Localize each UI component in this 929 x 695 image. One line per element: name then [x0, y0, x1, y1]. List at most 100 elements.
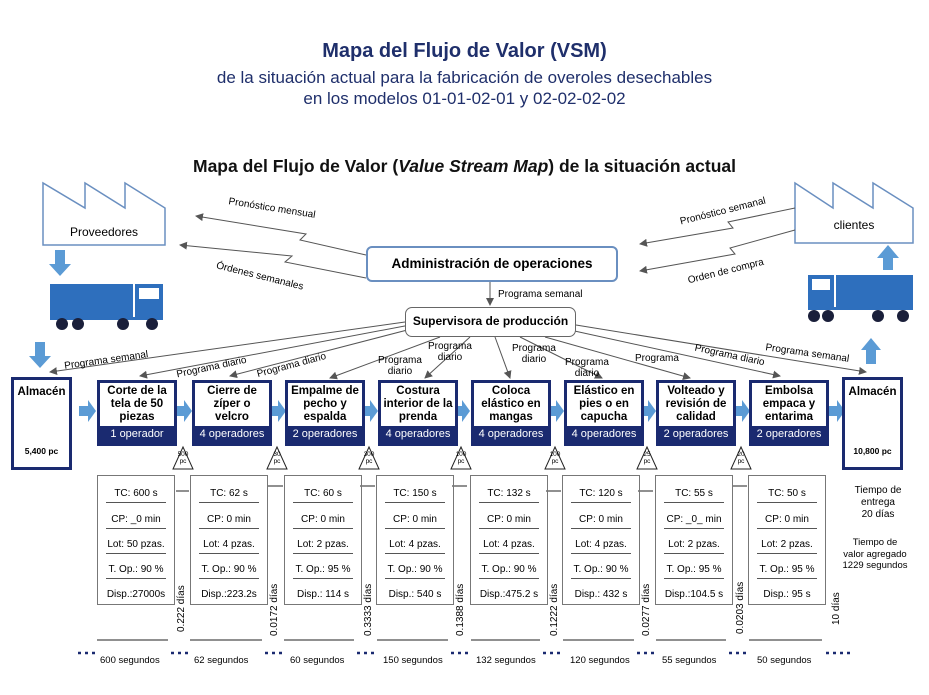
process-data-box: TC: 132 s CP: 0 min Lot: 4 pzas. T. Op.:…	[470, 475, 548, 605]
section-title: Mapa del Flujo de Valor (Value Stream Ma…	[0, 156, 929, 177]
inventory-unit: pc	[551, 458, 559, 465]
inventory-unit: pc	[273, 458, 281, 465]
operating-time: T. Op.: 90 %	[481, 564, 537, 575]
changeover-time: CP: 0 min	[487, 514, 531, 525]
inventory-triangle-icon	[266, 445, 288, 470]
value-added-line-3: 1229 segundos	[842, 560, 908, 571]
value-added-summary: Tiempo de valor agregado 1229 segundos	[830, 537, 920, 572]
weekly-program-label: Programa semanal	[498, 289, 583, 300]
program-daily-label-3-line-2: diario	[387, 366, 413, 377]
supplier-factory-icon	[42, 181, 166, 246]
changeover-time: CP: 0 min	[579, 514, 623, 525]
availability: Disp.:475.2 s	[479, 589, 539, 600]
push-arrow-icon	[269, 400, 286, 422]
lot-size: Lot: 2 pzas.	[761, 539, 813, 550]
inventory-unit: pc	[643, 458, 651, 465]
lot-size: Lot: 4 pzas.	[575, 539, 627, 550]
process-name: Corte de la tela de 50 piezas	[107, 385, 167, 423]
operating-time: T. Op.: 90 %	[201, 564, 257, 575]
operating-time: T. Op.: 90 %	[108, 564, 164, 575]
inventory-days: 0.0277 días	[641, 583, 652, 636]
push-arrow-icon	[733, 400, 750, 422]
inventory-qty: 20	[737, 451, 745, 458]
inventory-qty: 300	[363, 451, 375, 458]
subtitle-line-2: en los modelos 01-01-02-01 y 02-02-02-02	[303, 89, 626, 108]
program-daily-label-6-line-2: diario	[574, 368, 600, 379]
inventory-days: 0.3333 días	[363, 583, 374, 636]
inventory-unit: pc	[365, 458, 373, 465]
process-name: Elástico en pies o en capucha	[573, 385, 635, 423]
customer-truck-icon	[808, 275, 913, 322]
lead-time-line-2: entrega	[861, 497, 895, 508]
cycle-time: TC: 132 s	[487, 488, 531, 499]
process-operators: 2 operadores	[288, 426, 362, 443]
main-title: Mapa del Flujo de Valor (VSM)	[322, 40, 607, 62]
changeover-time: CP: _0 min	[111, 514, 161, 525]
changeover-time: CP: 0 min	[207, 514, 251, 525]
section-title-pre: Mapa del Flujo de Valor (	[193, 156, 399, 176]
supervisor-box: Supervisora de producción	[405, 307, 576, 337]
inventory-unit: pc	[737, 458, 745, 465]
changeover-time: CP: 0 min	[765, 514, 809, 525]
process-seconds: 62 segundos	[194, 655, 249, 666]
lot-size: Lot: 2 pzas.	[297, 539, 349, 550]
push-arrows	[79, 400, 845, 422]
process-data-box: TC: 120 s CP: 0 min Lot: 4 pzas. T. Op.:…	[562, 475, 640, 605]
inventory-days: 0.1388 días	[455, 583, 466, 636]
orders-weekly-flow	[179, 241, 367, 279]
changeover-time: CP: _0_ min	[666, 514, 722, 525]
process-seconds: 60 segundos	[290, 655, 345, 666]
timeline	[78, 639, 850, 655]
value-added-line-1: Tiempo de	[852, 537, 898, 548]
supplier-label: Proveedores	[69, 225, 139, 239]
availability: Disp.:104.5 s	[664, 589, 724, 600]
inventory-triangle-icon	[730, 445, 752, 470]
inventory-qty: 25	[643, 451, 651, 458]
cycle-time: TC: 150 s	[393, 488, 437, 499]
process-operators: 4 operadores	[567, 426, 641, 443]
process-box: Corte de la tela de 50 piezas 1 operador	[97, 380, 177, 446]
process-box: Elástico en pies o en capucha 4 operadore…	[564, 380, 644, 446]
inventory-qty: 500	[177, 451, 189, 458]
cycle-time: TC: 50 s	[768, 488, 806, 499]
inventory-triangle-icon	[358, 445, 380, 470]
warehouse-start: Almacén 5,400 pc	[11, 377, 72, 470]
process-operators: 4 operadores	[474, 426, 548, 443]
inventory-triangle-icon	[544, 445, 566, 470]
inventory-qty: 100	[549, 451, 561, 458]
customer-label: clientes	[833, 218, 875, 232]
supplier-down-arrow-icon	[49, 250, 71, 276]
process-operators: 1 operador	[100, 426, 174, 443]
inventory-days: 0.0172 días	[269, 583, 280, 636]
cycle-time: TC: 120 s	[579, 488, 623, 499]
end-days: 10 días	[831, 592, 842, 625]
warehouse-start-name: Almacén	[17, 386, 66, 398]
program-daily-label-5-line-2: diario	[521, 354, 547, 365]
cycle-time: TC: 600 s	[114, 488, 158, 499]
process-name: Volteado y revisión de calidad	[665, 385, 727, 423]
program-daily-label-5-line-1: Programa	[512, 343, 556, 354]
warehouse-end-name: Almacén	[848, 386, 897, 398]
subtitle: de la situación actual para la fabricaci…	[0, 67, 929, 109]
admin-box: Administración de operaciones	[366, 246, 618, 282]
lead-time-line-1: Tiempo de	[854, 485, 902, 496]
lot-size: Lot: 4 pzas.	[483, 539, 535, 550]
purchase-order-flow	[639, 229, 796, 274]
availability: Disp.:223.2s	[201, 589, 257, 600]
process-seconds: 150 segundos	[383, 655, 443, 666]
section-title-italic: Value Stream Map	[398, 156, 549, 176]
availability: Disp.: 114 s	[296, 589, 350, 600]
inventory-qty: 30	[273, 451, 281, 458]
